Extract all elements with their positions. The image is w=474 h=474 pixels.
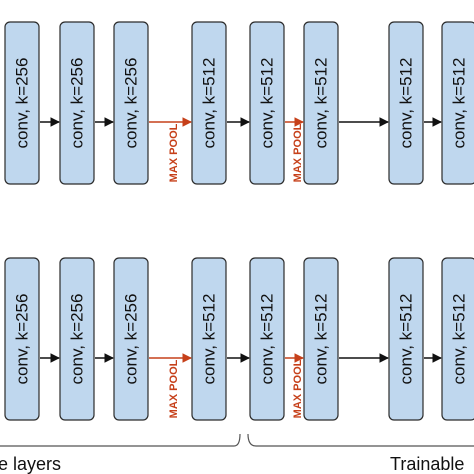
conv-block-label: conv, k=512 [258,294,277,385]
conv-block-label: conv, k=256 [13,58,32,149]
conv-block-label: conv, k=256 [122,294,141,385]
max-pool-label: MAX POOL [168,359,180,418]
conv-block: conv, k=512 [249,257,285,421]
conv-block-label: conv, k=256 [68,294,87,385]
conv-block-box [4,257,40,421]
conv-block-box [388,21,424,185]
right-bracket [247,433,474,447]
rows-layer: conv, k=256 conv, k=256 conv, k=256 conv, k… [4,21,474,421]
max-pool-label: MAX POOL [168,123,180,182]
conv-block: conv, k=512 [191,257,227,421]
conv-block-box [59,257,95,421]
conv-block-box [303,21,339,185]
conv-block-box [249,21,285,185]
conv-block-box [191,257,227,421]
left-bracket [0,433,241,447]
row-1: conv, k=256 conv, k=256 conv, k=256 conv, k… [4,21,474,185]
conv-block-label: conv, k=512 [200,294,219,385]
conv-block: conv, k=256 [59,257,95,421]
conv-block: conv, k=512 [191,21,227,185]
max-pool-label: MAX POOL [292,359,304,418]
conv-block-box [113,21,149,185]
conv-block-box [249,257,285,421]
conv-block: conv, k=512 [303,21,339,185]
conv-block-box [388,257,424,421]
conv-block-label: conv, k=512 [258,58,277,149]
conv-block: conv, k=256 [4,21,40,185]
conv-block: conv, k=512 [441,257,474,421]
conv-block: conv, k=512 [388,21,424,185]
conv-block: conv, k=512 [249,21,285,185]
conv-block-label: conv, k=512 [397,294,416,385]
conv-block: conv, k=256 [113,21,149,185]
conv-block: conv, k=512 [303,257,339,421]
conv-block-label: conv, k=256 [68,58,87,149]
conv-block-box [59,21,95,185]
conv-block: conv, k=512 [441,21,474,185]
conv-block-label: conv, k=512 [200,58,219,149]
conv-block-label: conv, k=512 [312,294,331,385]
conv-block-box [4,21,40,185]
conv-block-label: conv, k=256 [13,294,32,385]
conv-block: conv, k=256 [113,257,149,421]
conv-block-label: conv, k=256 [122,58,141,149]
conv-block-label: conv, k=512 [450,58,469,149]
conv-block-label: conv, k=512 [397,58,416,149]
conv-block-box [191,21,227,185]
conv-block-box [113,257,149,421]
conv-block: conv, k=256 [59,21,95,185]
right-bracket-label: Trainable [390,454,464,474]
conv-block: conv, k=256 [4,257,40,421]
left-bracket-label: e layers [0,454,61,474]
conv-block-box [303,257,339,421]
conv-block-label: conv, k=512 [312,58,331,149]
max-pool-label: MAX POOL [292,123,304,182]
conv-block: conv, k=512 [388,257,424,421]
conv-block-label: conv, k=512 [450,294,469,385]
conv-block-box [441,257,474,421]
brackets-layer: e layers Trainable [0,433,474,474]
conv-block-box [441,21,474,185]
row-2: conv, k=256 conv, k=256 conv, k=256 conv, k… [4,257,474,421]
